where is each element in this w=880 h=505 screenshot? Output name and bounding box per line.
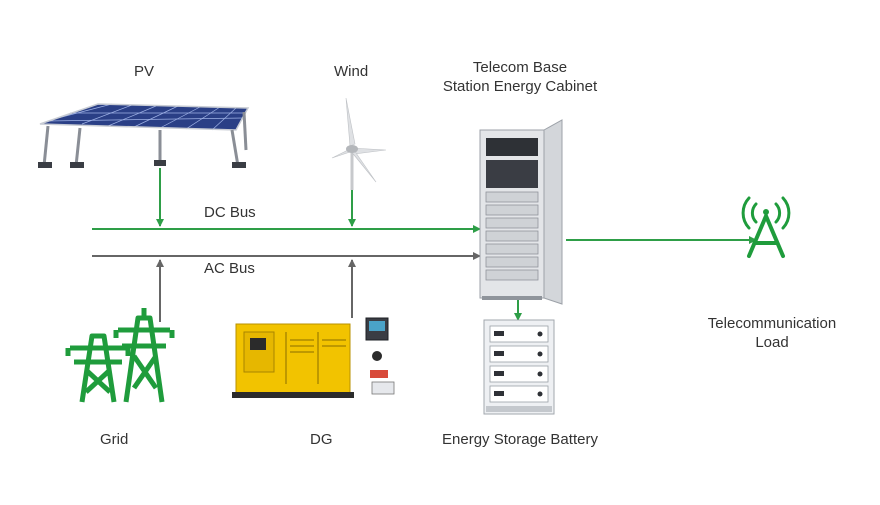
- telecom-cabinet-icon: [479, 119, 563, 305]
- wind-label: Wind: [334, 63, 369, 80]
- load-label-line2: Load: [755, 334, 789, 351]
- pv-label: PV: [134, 63, 155, 80]
- ac-bus-label: AC Bus: [204, 260, 255, 277]
- grid-label: Grid: [100, 431, 129, 448]
- battery-rack-icon: [483, 319, 555, 415]
- battery-label: Energy Storage Battery: [442, 431, 598, 448]
- solar-panel-array-icon: [38, 103, 250, 168]
- load-label-line1: Telecommunication: [707, 315, 837, 332]
- cabinet-label-line2: Station Energy Cabinet: [442, 78, 598, 95]
- cabinet-label-line1: Telecom Base: [472, 59, 568, 76]
- transmission-tower-icon: [65, 308, 175, 403]
- diesel-generator-icon: [232, 317, 395, 398]
- wind-turbine-icon: [331, 97, 387, 190]
- radio-tower-icon: [741, 196, 791, 258]
- dc-bus-label: DC Bus: [204, 204, 256, 221]
- dg-label: DG: [310, 431, 333, 448]
